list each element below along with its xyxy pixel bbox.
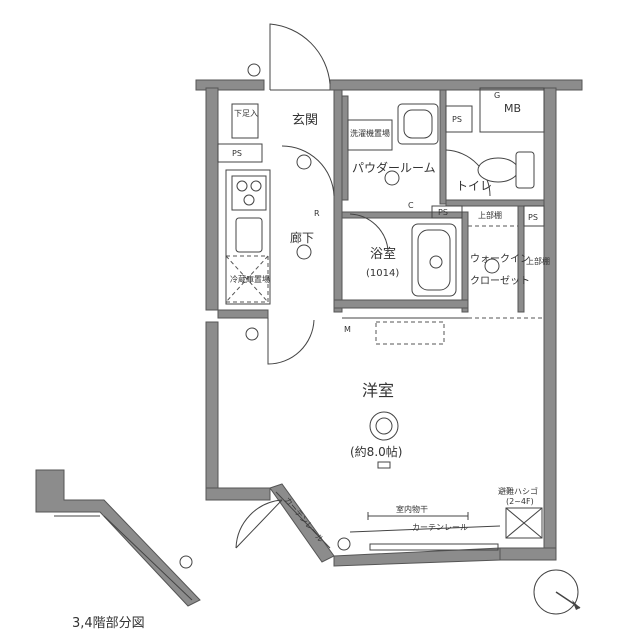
room-label-fridge: 冷蔵庫置場	[230, 274, 270, 284]
label-upper-shelf: 上部棚	[478, 210, 502, 220]
doors	[235, 23, 544, 549]
outlet-icon	[245, 327, 259, 341]
room-label-bath-size: (1014)	[366, 268, 399, 279]
tag-r: R	[314, 209, 320, 218]
outlet-icon	[337, 537, 351, 551]
ceiling-light-icon	[429, 255, 443, 269]
tag-m: M	[344, 325, 351, 334]
tag-g: G	[494, 91, 500, 100]
lights	[179, 63, 500, 569]
tag-ps: PS	[452, 115, 462, 124]
room-label-corridor: 廊下	[290, 230, 314, 245]
ceiling-light-icon	[484, 258, 500, 274]
ceiling-light-icon	[296, 154, 312, 170]
outer-walls	[195, 79, 583, 567]
partitions	[217, 87, 545, 319]
tag-c: C	[408, 201, 414, 210]
label-evac-ladder: 避難ハシゴ	[498, 486, 538, 496]
ceiling-light-icon	[384, 170, 400, 186]
room-label-laundry: 洗濯機置場	[350, 128, 390, 138]
label-evac-floors: (2~4F)	[506, 497, 534, 506]
room-label-closet: クローゼット	[470, 275, 530, 287]
tag-mb: MB	[504, 102, 521, 115]
floor-caption: 3,4階部分図	[72, 616, 145, 631]
label-indoor-dry: 室内物干	[396, 504, 428, 514]
room-label-powder-room: パウダールーム	[352, 160, 436, 175]
room-label-entrance: 玄関	[292, 113, 318, 128]
tag-ps: PS	[528, 213, 538, 222]
label-curtain-rail-2: カーテンレール	[412, 523, 468, 532]
compass-icon	[533, 569, 581, 615]
fixtures	[225, 103, 543, 551]
ceiling-light-icon	[369, 411, 399, 441]
room-label-western: 洋室	[362, 381, 394, 400]
room-label-shoe-box: 下足入	[234, 109, 258, 118]
label-upper-shelf-2: 上部棚	[526, 256, 550, 266]
outlet-icon	[247, 63, 261, 77]
tag-ps: PS	[438, 208, 448, 217]
room-label-western-size: (約8.0帖)	[350, 444, 402, 459]
ceiling-light-icon	[296, 244, 312, 260]
room-label-walk-in: ウォークイン	[470, 253, 530, 265]
room-label-toilet: トイレ	[456, 179, 492, 193]
tag-ps: PS	[232, 149, 242, 158]
balcony	[35, 469, 201, 607]
outlet-icon	[179, 555, 193, 569]
room-label-bath: 浴室	[370, 246, 396, 262]
